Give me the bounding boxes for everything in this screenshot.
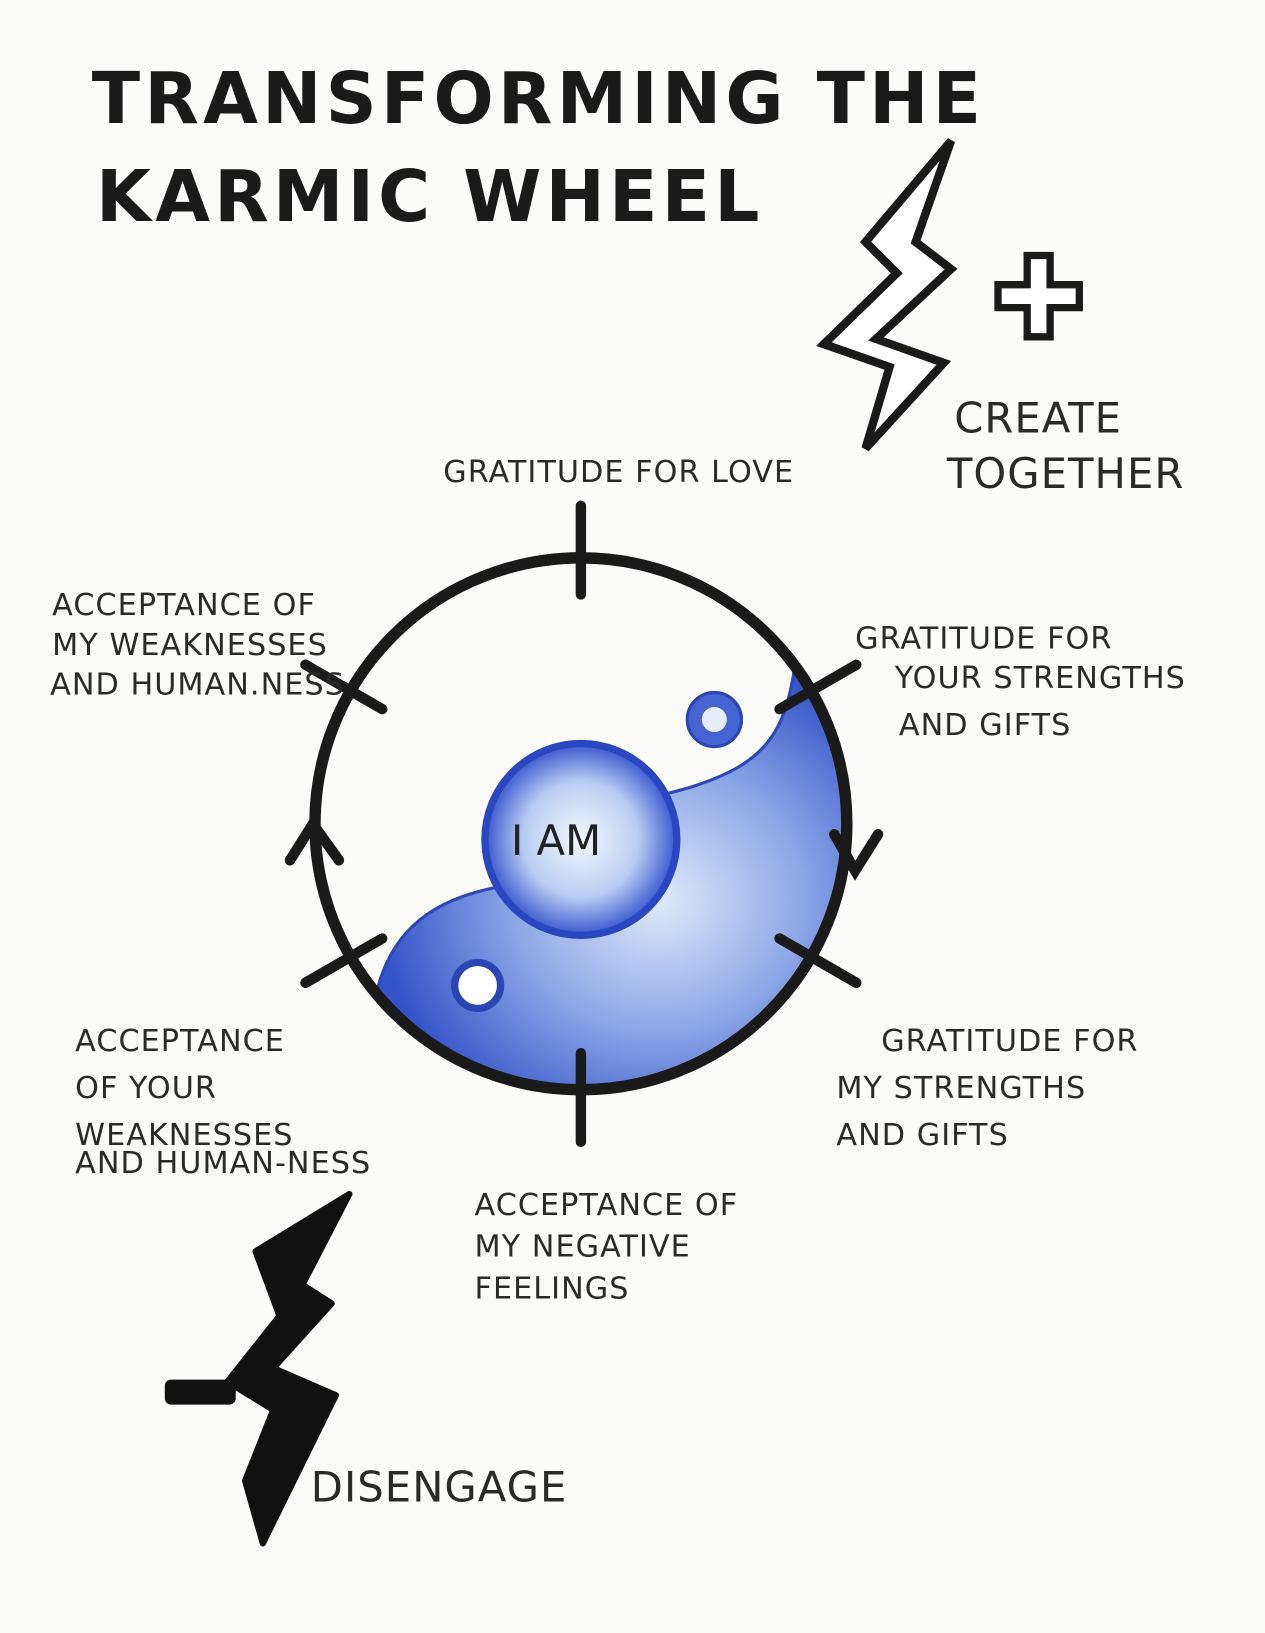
label-lower-left-line: OF YOUR — [75, 1071, 217, 1106]
wheel-tick — [300, 933, 388, 989]
create-label: CREATE — [954, 394, 1122, 443]
label-lower-right-line: GRATITUDE FOR — [881, 1024, 1138, 1059]
label-lower-left-line: ACCEPTANCE — [75, 1024, 285, 1059]
small-dot-upper-center — [701, 707, 727, 733]
small-dot-lower — [451, 958, 505, 1013]
label-upper-right-line: AND GIFTS — [899, 708, 1071, 743]
label-lower-right-line: MY STRENGTHS — [836, 1071, 1086, 1106]
title-line-2: KARMIC WHEEL — [96, 155, 764, 238]
wheel: I AM — [284, 500, 884, 1148]
lightning-bolt-negative-icon — [224, 1190, 353, 1547]
arrow-down-icon — [829, 829, 884, 881]
wheel-tick — [774, 933, 862, 989]
label-lower-left-line: WEAKNESSES — [75, 1118, 293, 1153]
minus-icon — [164, 1379, 236, 1405]
title-line-1: TRANSFORMING THE — [92, 57, 985, 140]
disengage-label: DISENGAGE — [311, 1463, 568, 1512]
plus-icon — [994, 251, 1083, 341]
label-bottom-line: ACCEPTANCE OF — [475, 1188, 739, 1223]
wheel-tick — [300, 659, 388, 715]
label-top-line: GRATITUDE FOR LOVE — [443, 455, 794, 490]
lightning-bolt-positive-icon — [816, 138, 958, 452]
label-upper-right-line: GRATITUDE FOR — [855, 622, 1112, 657]
label-upper-left-line: AND HUMAN.NESS — [50, 667, 345, 702]
together-label: TOGETHER — [946, 449, 1184, 498]
label-upper-right-line: YOUR STRENGTHS — [894, 661, 1186, 696]
label-lower-right-line: AND GIFTS — [836, 1118, 1008, 1153]
arrow-up-icon — [284, 814, 345, 866]
label-bottom-line: MY NEGATIVE — [475, 1230, 691, 1265]
i-am-label: I AM — [511, 816, 601, 865]
label-bottom-line: FEELINGS — [475, 1271, 630, 1306]
wheel-tick — [774, 659, 862, 715]
label-upper-left-line: ACCEPTANCE OF — [52, 588, 316, 623]
i-am-circle — [481, 739, 681, 940]
label-upper-left-line: MY WEAKNESSES — [52, 628, 328, 663]
label-lower-left-line: AND HUMAN-NESS — [75, 1146, 371, 1181]
